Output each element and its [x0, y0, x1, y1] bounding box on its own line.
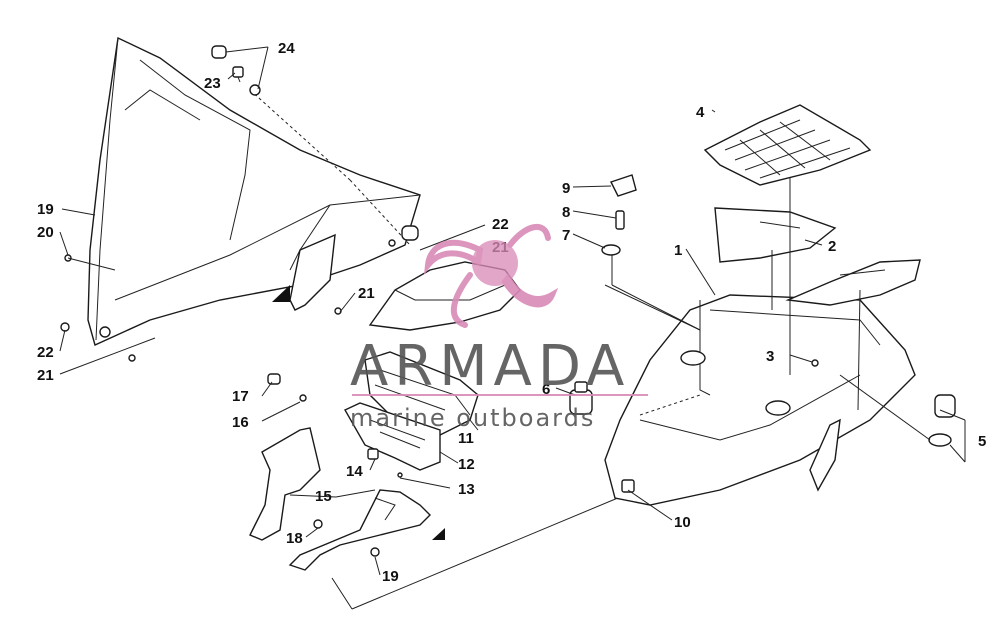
part-label: 19	[382, 568, 399, 585]
windshield-hardware	[60, 45, 419, 362]
part-label: 4	[696, 104, 705, 121]
screw-3	[811, 359, 819, 367]
part-label: 12	[458, 456, 475, 473]
armada-logo: ARMADA marine outboards	[350, 224, 648, 432]
lens-panel-part	[714, 207, 921, 306]
part-label: 6	[542, 381, 550, 398]
part-label: 15	[315, 488, 332, 505]
part-label: 8	[562, 204, 570, 221]
part-label: 2	[828, 238, 836, 255]
part-label: 18	[286, 530, 303, 547]
arrow-marker-left	[272, 285, 290, 302]
part-label: 9	[562, 180, 570, 197]
part-label: 13	[458, 481, 475, 498]
part-label: 20	[37, 224, 54, 241]
part-label: 21	[358, 285, 375, 302]
part-label: 21	[37, 367, 54, 384]
vent-grille-part	[703, 104, 872, 186]
hood-body-part	[604, 284, 916, 506]
arrow-marker-right	[432, 528, 445, 540]
part-label: 3	[766, 348, 774, 365]
propeller-logo-icon	[423, 224, 559, 328]
part-label: 24	[278, 40, 295, 57]
part-label: 7	[562, 227, 570, 244]
watermark-brand: ARMADA	[350, 334, 630, 399]
leader-lines	[59, 46, 966, 576]
mount-bracket-part	[249, 427, 431, 571]
part-label: 10	[674, 514, 691, 531]
part-label: 16	[232, 414, 249, 431]
cap-parts	[928, 394, 956, 447]
connector-10	[621, 479, 635, 493]
part-label: 22	[37, 344, 54, 361]
watermark-tagline: marine outboards	[350, 404, 595, 432]
part-label: 22	[492, 216, 509, 233]
bracket-hardware	[267, 373, 626, 610]
part-label: 19	[37, 201, 54, 218]
part-label: 1	[674, 242, 682, 259]
part-label: 17	[232, 388, 249, 405]
part-label: 11	[458, 430, 474, 447]
part-label: 5	[978, 433, 986, 450]
part-label: 14	[346, 463, 363, 480]
part-label: 23	[204, 75, 221, 92]
